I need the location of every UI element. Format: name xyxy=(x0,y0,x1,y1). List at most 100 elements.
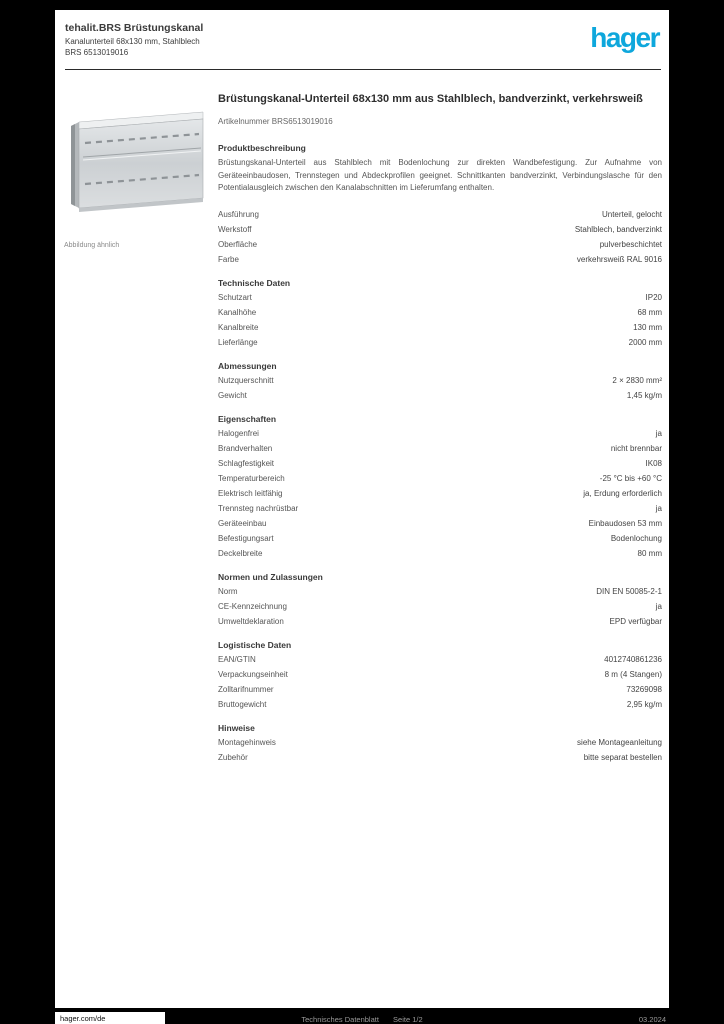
spec-label: Montagehinweis xyxy=(218,737,276,747)
footer-website-link[interactable]: hager.com/de xyxy=(55,1012,165,1024)
hager-logo: hager xyxy=(590,22,660,53)
spec-label: Halogenfrei xyxy=(218,428,259,438)
spec-row: Kanalhöhe 68 mm xyxy=(218,305,662,320)
section-heading: Hinweise xyxy=(218,722,255,733)
spec-value: siehe Montageanleitung xyxy=(577,737,662,747)
spec-value: 8 m (4 Stangen) xyxy=(604,669,662,679)
spec-row: Schutzart IP20 xyxy=(218,290,662,305)
spec-value: Stahlblech, bandverzinkt xyxy=(574,224,662,234)
header-divider xyxy=(65,69,661,70)
header-product-block: tehalit.BRS Brüstungskanal Kanaluntertei… xyxy=(65,22,203,57)
spec-row: Montagehinweis siehe Montageanleitung xyxy=(218,735,662,750)
section-heading: Eigenschaften xyxy=(218,413,277,424)
spec-value: ja xyxy=(655,503,662,513)
document-page: tehalit.BRS Brüstungskanal Kanaluntertei… xyxy=(55,10,669,1008)
spec-value: -25 °C bis +60 °C xyxy=(599,473,662,483)
section-heading: Normen und Zulassungen xyxy=(218,571,323,582)
image-caption: Abbildung ähnlich xyxy=(64,242,120,249)
spec-label: Umweltdeklaration xyxy=(218,616,284,626)
spec-row: Halogenfrei ja xyxy=(218,426,662,441)
spec-value: ja xyxy=(655,601,662,611)
spec-label: CE-Kennzeichnung xyxy=(218,601,287,611)
spec-row: Zolltarifnummer 73269098 xyxy=(218,682,662,697)
spec-value: ja, Erdung erforderlich xyxy=(583,488,662,498)
spec-label: Brandverhalten xyxy=(218,443,273,453)
footer-doc-type: Technisches Datenblatt xyxy=(301,1015,379,1024)
spec-value: 1,45 kg/m xyxy=(626,390,662,400)
article-number: Artikelnummer BRS6513019016 xyxy=(218,117,333,126)
spec-row: Deckelbreite 80 mm xyxy=(218,546,662,561)
spec-value: bitte separat bestellen xyxy=(583,752,662,762)
spec-row: Bruttogewicht 2,95 kg/m xyxy=(218,697,662,712)
header-line-3: BRS 6513019016 xyxy=(65,48,129,58)
spec-label: Kanalbreite xyxy=(218,322,259,332)
spec-value: Unterteil, gelocht xyxy=(601,209,662,219)
spec-label: EAN/GTIN xyxy=(218,654,256,664)
footer-date: 03.2024 xyxy=(638,1015,666,1024)
spec-label: Lieferlänge xyxy=(218,337,258,347)
spec-label: Schlagfestigkeit xyxy=(218,458,275,468)
spec-label: Nutzquerschnitt xyxy=(218,375,274,385)
spec-label: Befestigungsart xyxy=(218,533,274,543)
spec-label: Oberfläche xyxy=(218,239,258,249)
spec-value: pulverbeschichtet xyxy=(599,239,662,249)
spec-row: Gewicht 1,45 kg/m xyxy=(218,388,662,403)
spec-value: 73269098 xyxy=(626,684,662,694)
spec-label: Trennsteg nachrüstbar xyxy=(218,503,299,513)
spec-label: Elektrisch leitfähig xyxy=(218,488,283,498)
product-photo xyxy=(61,86,211,236)
section-heading: Abmessungen xyxy=(218,360,277,371)
spec-label: Ausführung xyxy=(218,209,259,219)
spec-row: Ausführung Unterteil, gelocht xyxy=(218,207,662,222)
spec-row: Brandverhalten nicht brennbar xyxy=(218,441,662,456)
product-title: Brüstungskanal-Unterteil 68x130 mm aus S… xyxy=(218,93,643,105)
section-heading: Logistische Daten xyxy=(218,639,292,650)
spec-row: Oberfläche pulverbeschichtet xyxy=(218,237,662,252)
spec-label: Zolltarifnummer xyxy=(218,684,274,694)
spec-row: Temperaturbereich -25 °C bis +60 °C xyxy=(218,471,662,486)
header-line-2: Kanalunterteil 68x130 mm, Stahlblech xyxy=(65,37,200,47)
footer-page-number: Seite 1/2 xyxy=(393,1015,423,1024)
spec-value: 80 mm xyxy=(637,548,662,558)
spec-row: Umweltdeklaration EPD verfügbar xyxy=(218,614,662,629)
spec-label: Geräteeinbau xyxy=(218,518,267,528)
spec-value: 2,95 kg/m xyxy=(626,699,662,709)
spec-label: Farbe xyxy=(218,254,239,264)
spec-value: nicht brennbar xyxy=(610,443,662,453)
description-text: Brüstungskanal-Unterteil aus Stahlblech … xyxy=(218,158,662,192)
spec-row: Kanalbreite 130 mm xyxy=(218,320,662,335)
spec-label: Schutzart xyxy=(218,292,252,302)
spec-label: Bruttogewicht xyxy=(218,699,267,709)
spec-label: Gewicht xyxy=(218,390,247,400)
spec-row: Schlagfestigkeit IK08 xyxy=(218,456,662,471)
spec-value: IP20 xyxy=(645,292,662,302)
spec-row: Befestigungsart Bodenlochung xyxy=(218,531,662,546)
spec-row: Farbe verkehrsweiß RAL 9016 xyxy=(218,252,662,267)
spec-value: verkehrsweiß RAL 9016 xyxy=(576,254,662,264)
spec-value: 130 mm xyxy=(633,322,662,332)
spec-value: IK08 xyxy=(645,458,662,468)
main-content: Brüstungskanal-Unterteil 68x130 mm aus S… xyxy=(218,92,662,765)
trunking-profile-icon xyxy=(71,111,204,212)
spec-value: ja xyxy=(655,428,662,438)
spec-value: Bodenlochung xyxy=(610,533,662,543)
footer-center-text: Technisches Datenblatt Seite 1/2 xyxy=(0,1015,724,1024)
spec-value: EPD verfügbar xyxy=(609,616,662,626)
description-heading: Produktbeschreibung xyxy=(218,143,306,153)
spec-value: DIN EN 50085-2-1 xyxy=(596,586,662,596)
spec-label: Temperaturbereich xyxy=(218,473,285,483)
spec-label: Deckelbreite xyxy=(218,548,263,558)
spec-label: Kanalhöhe xyxy=(218,307,257,317)
spec-row: CE-Kennzeichnung ja xyxy=(218,599,662,614)
section-heading: Technische Daten xyxy=(218,277,291,288)
spec-row: Trennsteg nachrüstbar ja xyxy=(218,501,662,516)
spec-value: 68 mm xyxy=(637,307,662,317)
